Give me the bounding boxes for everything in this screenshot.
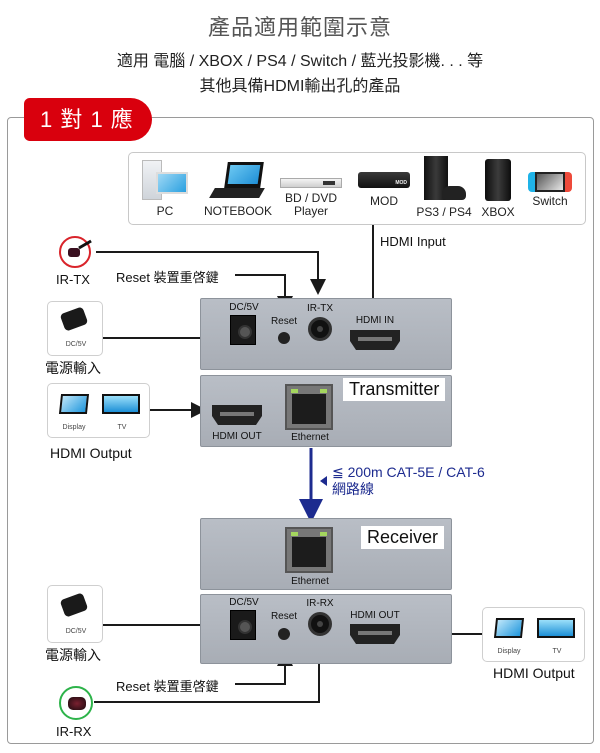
tx-hdmi-output-caption: HDMI Output — [50, 445, 132, 461]
power-adapter-rx-text: DC/5V — [65, 628, 87, 635]
device-label-xbox: XBOX — [481, 205, 515, 219]
notebook-icon — [209, 162, 266, 200]
rx-hdmi-output-devices: Display TV — [482, 607, 585, 662]
power-adapter-rx: DC/5V — [47, 585, 103, 643]
rx-display-text: Display — [497, 648, 521, 655]
device-label-bd-dvd-line1: BD / DVD — [284, 191, 337, 205]
page-subtitle-line2: 其他具備HDMI輸出孔的產品 — [199, 78, 401, 95]
tx-hdmi-in-label: HDMI IN — [355, 315, 395, 326]
device-label-mod: MOD — [370, 194, 398, 208]
tx-ethernet-label: Ethernet — [291, 432, 329, 443]
tx-ir-label: IR-TX — [306, 303, 334, 314]
reset-rx-caption: Reset 裝置重啓鍵 — [116, 679, 219, 694]
display-icon — [493, 618, 525, 638]
rx-ethernet-port[interactable] — [285, 527, 333, 573]
rx-ir-jack[interactable] — [308, 612, 332, 636]
rx-hdmi-out-port[interactable] — [350, 624, 400, 644]
ir-rx-sensor-icon — [59, 686, 93, 720]
pc-icon — [140, 160, 192, 200]
tx-ethernet-port[interactable] — [285, 384, 333, 430]
tx-hdmi-output-devices: Display TV — [47, 383, 150, 438]
power-input-tx-caption: 電源輸入 — [45, 360, 101, 376]
rx-ethernet-label: Ethernet — [291, 576, 329, 587]
rx-reset-button[interactable] — [278, 628, 290, 640]
power-adapter-tx-text: DC/5V — [65, 341, 87, 348]
rx-dc-jack[interactable] — [230, 610, 256, 640]
tx-reset-button[interactable] — [278, 332, 290, 344]
ir-tx-line — [96, 251, 326, 295]
rx-hdmi-out-label: HDMI OUT — [350, 610, 400, 621]
tx-hdmi-out-port[interactable] — [212, 405, 262, 425]
cable-pointer — [320, 476, 327, 486]
diagram-frame — [7, 117, 594, 744]
bd-dvd-player-icon — [280, 178, 342, 188]
hdmi-input-label: HDMI Input — [380, 234, 446, 249]
ir-rx-sensor-label: IR-RX — [56, 724, 92, 739]
tv-icon — [102, 394, 140, 414]
section-tab: 1 對 1 應用 — [24, 98, 152, 175]
device-label-switch: Switch — [532, 194, 568, 208]
cable-spec-line1: ≦ 200m CAT-5E / CAT-6 — [332, 464, 485, 480]
power-adapter-tx: DC/5V — [47, 301, 103, 356]
tx-reset-label: Reset — [270, 316, 298, 327]
receiver-name: Receiver — [361, 526, 445, 549]
device-label-ps: PS3 / PS4 — [416, 205, 472, 219]
rx-ir-label: IR-RX — [306, 598, 334, 609]
ir-tx-sensor-label: IR-TX — [56, 272, 90, 287]
tx-dc-label: DC/5V — [229, 302, 259, 313]
display-icon — [58, 394, 90, 414]
tx-tv-text: TV — [117, 424, 127, 431]
tx-hdmi-in-port[interactable] — [350, 330, 400, 350]
mod-icon: MOD — [358, 172, 410, 188]
ps-console-icon — [422, 156, 468, 202]
device-label-notebook: NOTEBOOK — [203, 204, 272, 218]
device-label-bd-dvd: BD / DVD Player — [282, 192, 340, 218]
tx-ir-jack[interactable] — [308, 317, 332, 341]
power-adapter-icon — [59, 306, 89, 332]
mod-badge: MOD — [395, 180, 407, 186]
rx-hdmi-output-caption: HDMI Output — [493, 665, 575, 681]
reset-tx-caption: Reset 裝置重啓鍵 — [116, 270, 219, 285]
page-title: 產品適用範圍示意 — [207, 15, 392, 40]
power-input-rx-caption: 電源輸入 — [45, 647, 101, 663]
rx-dc-label: DC/5V — [229, 597, 259, 608]
cable-spec-line2: 網路線 — [332, 481, 374, 497]
switch-icon — [528, 172, 572, 192]
page-subtitle-line1: 適用 電腦 / XBOX / PS4 / Switch / 藍光投影機. . .… — [116, 53, 484, 70]
tx-hdmi-out-label: HDMI OUT — [212, 431, 262, 442]
power-adapter-icon — [59, 592, 89, 618]
ir-tx-sensor-icon — [59, 236, 92, 268]
transmitter-name: Transmitter — [343, 378, 446, 401]
rx-reset-label: Reset — [270, 611, 298, 622]
tx-display-text: Display — [62, 424, 86, 431]
tv-icon — [537, 618, 575, 638]
rx-tv-text: TV — [552, 648, 562, 655]
device-label-pc: PC — [156, 204, 174, 218]
cable-spec-label: ≦ 200m CAT-5E / CAT-6 網路線 — [332, 464, 485, 498]
tx-dc-jack[interactable] — [230, 315, 256, 345]
xbox-icon — [485, 159, 511, 201]
device-label-bd-dvd-line2: Player — [293, 204, 328, 218]
